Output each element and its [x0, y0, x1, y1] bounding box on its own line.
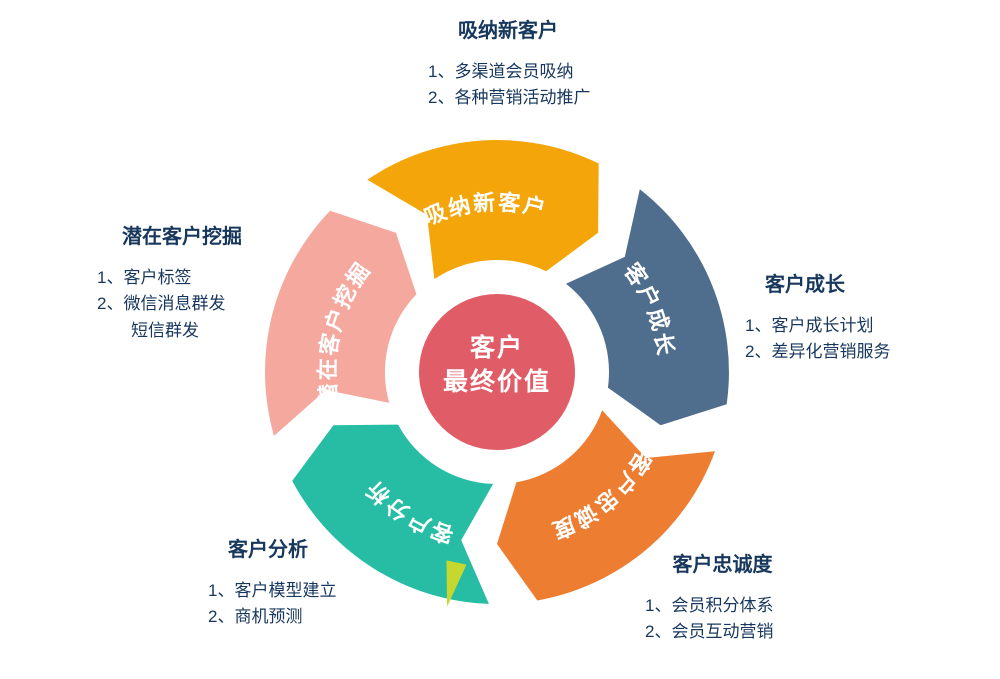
segment-customer-analysis: [292, 424, 494, 604]
callout-item: 2、各种营销活动推广: [428, 88, 591, 108]
segment-customer-loyalty: [497, 410, 715, 601]
callout-customer-loyalty: 客户忠诚度 1、会员积分体系 2、会员互动营销: [645, 548, 800, 646]
center-title-line2: 最终价值: [443, 367, 551, 396]
callout-item: 1、多渠道会员吸纳: [428, 62, 574, 81]
callout-item: 1、客户模型建立: [208, 581, 337, 600]
callout-items-loyalty: 1、会员积分体系 2、会员互动营销: [645, 593, 800, 646]
callout-items-absorb: 1、多渠道会员吸纳 2、各种营销活动推广: [428, 59, 591, 112]
callout-absorb-new-customers: 吸纳新客户 1、多渠道会员吸纳 2、各种营销活动推广: [428, 14, 591, 112]
callout-heading-analysis: 客户分析: [228, 539, 308, 561]
callout-heading-loyalty: 客户忠诚度: [672, 554, 773, 576]
callout-item: 2、会员互动营销: [645, 622, 774, 642]
callout-item: 2、差异化营销服务: [745, 342, 891, 362]
segment-potential-customer-mining: [265, 210, 417, 436]
center-title-line1: 客户: [470, 333, 524, 362]
callout-customer-analysis: 客户分析 1、客户模型建立 2、商机预测: [208, 533, 337, 631]
callout-heading-growth: 客户成长: [765, 274, 845, 296]
callout-item: 短信群发: [131, 320, 199, 340]
callout-items-analysis: 1、客户模型建立 2、商机预测: [208, 578, 337, 631]
center-circle: [419, 294, 575, 450]
callout-item: 2、微信消息群发: [97, 294, 226, 314]
callout-items-growth: 1、客户成长计划 2、差异化营销服务: [745, 313, 891, 366]
callout-customer-growth: 客户成长 1、客户成长计划 2、差异化营销服务: [745, 268, 891, 366]
callout-heading-absorb: 吸纳新客户: [458, 20, 558, 42]
segment-absorb-new-customers: [367, 140, 599, 280]
callout-heading-mining: 潜在客户挖掘: [122, 226, 242, 248]
callout-item: 1、客户标签: [97, 268, 192, 287]
callout-item: 1、客户成长计划: [745, 316, 874, 335]
callout-item: 2、商机预测: [208, 607, 303, 627]
callout-items-mining: 1、客户标签 2、微信消息群发 短信群发: [97, 265, 267, 344]
callout-item: 1、会员积分体系: [645, 596, 774, 615]
decorative-sliver: [446, 560, 467, 607]
segment-customer-growth: [566, 189, 729, 426]
callout-potential-customer-mining: 潜在客户挖掘 1、客户标签 2、微信消息群发 短信群发: [97, 220, 267, 344]
